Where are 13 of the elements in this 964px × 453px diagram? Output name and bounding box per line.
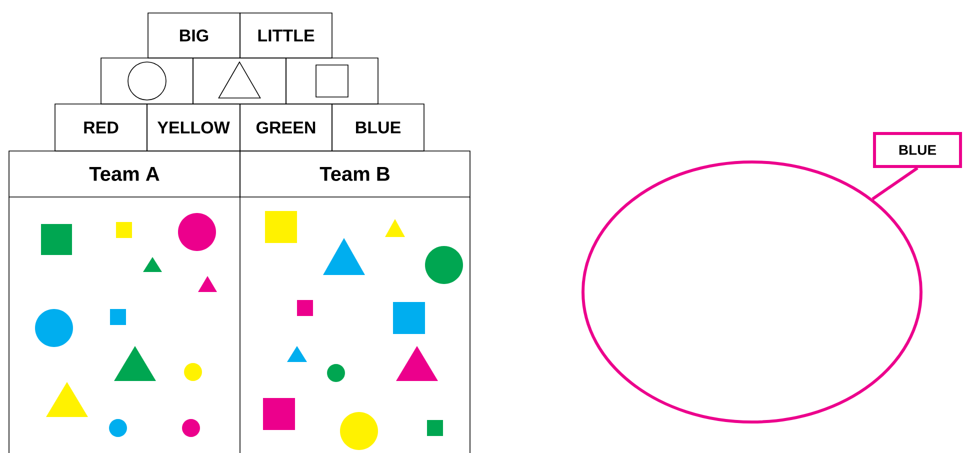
leader-line xyxy=(872,166,918,200)
word-cell: BLUE xyxy=(332,104,424,152)
word-cell: LITTLE xyxy=(240,12,332,58)
team-header: Team B xyxy=(240,150,470,198)
label-tag: BLUE xyxy=(873,132,962,168)
ellipse xyxy=(582,160,922,424)
word-cell: RED xyxy=(54,104,148,152)
square-symbol xyxy=(316,64,348,98)
word-cell: GREEN xyxy=(240,104,332,152)
circle-symbol xyxy=(128,62,166,100)
word-cell: YELLOW xyxy=(146,104,240,152)
word-cell: BIG xyxy=(148,12,240,58)
team-header: Team A xyxy=(8,150,240,198)
